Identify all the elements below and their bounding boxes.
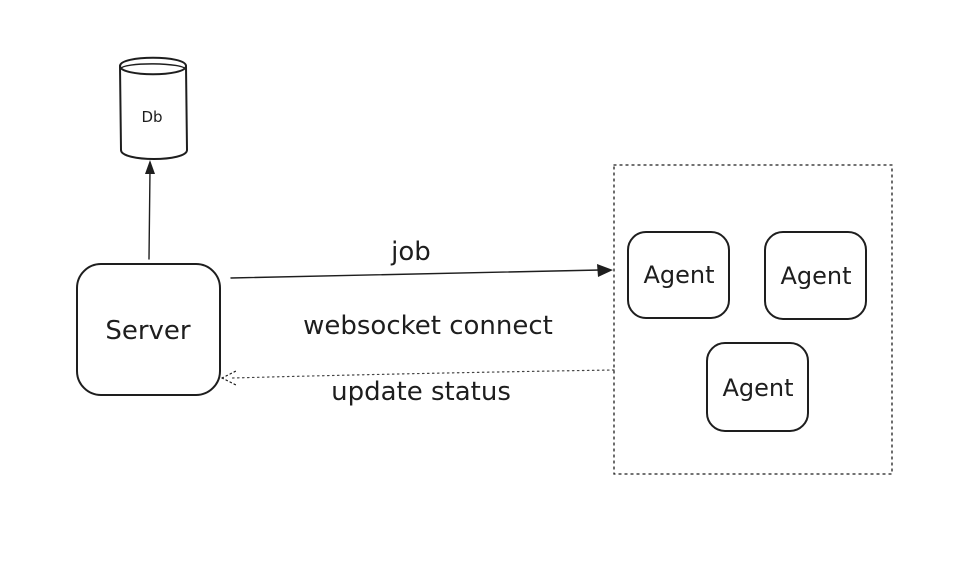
agent-label: Agent — [643, 261, 714, 289]
agent-node[interactable]: Agent — [764, 231, 867, 320]
update-status-arrow — [221, 369, 615, 386]
arrowhead-icon — [145, 160, 155, 174]
agent-label: Agent — [722, 374, 793, 402]
server-label: Server — [105, 316, 191, 346]
update-status-label: update status — [331, 377, 511, 407]
job-label: job — [390, 237, 431, 267]
arrowhead-icon — [597, 264, 613, 277]
agent-node[interactable]: Agent — [627, 231, 730, 319]
agent-label: Agent — [780, 262, 851, 290]
server-to-db-arrow — [145, 160, 155, 260]
db-node[interactable]: Db — [119, 56, 188, 160]
agent-group-container — [613, 164, 893, 475]
websocket-connect-label: websocket connect — [303, 311, 553, 341]
agent-node[interactable]: Agent — [706, 342, 809, 432]
job-arrow — [230, 264, 613, 279]
server-node[interactable]: Server — [76, 263, 221, 396]
db-label: Db — [141, 108, 162, 126]
